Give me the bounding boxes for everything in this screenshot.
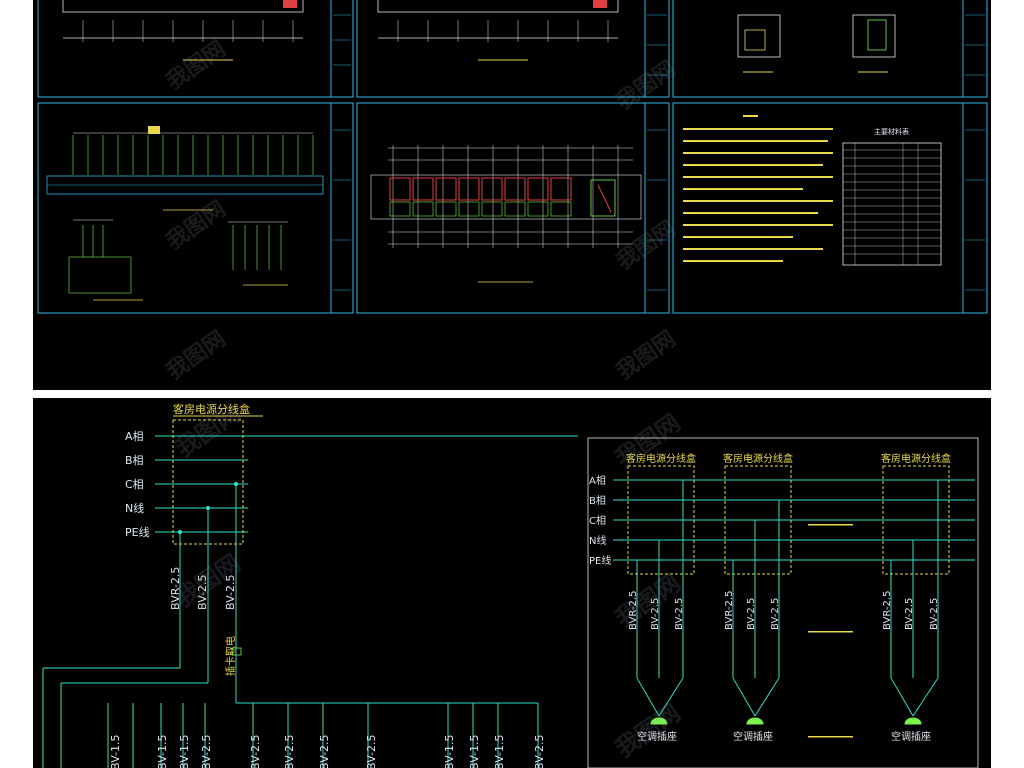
branch-label: BV-2.5 [200, 734, 213, 768]
branch-label: BV-2.5 [283, 734, 296, 768]
distribution-box-3: 客房电源分线盒 BVR-2.5 BV-2.5 BV-2.5 空调插座 [881, 452, 951, 743]
feeder-label: BVR-2.5 [628, 591, 639, 630]
feeder-label: BV-2.5 [650, 598, 661, 630]
watermark-mark: 我图网 [162, 37, 230, 95]
watermark-mark: 我图网 [162, 327, 230, 385]
watermark-mark: 我图网 [610, 699, 685, 763]
left-junction-box [172, 419, 244, 545]
left-phase-b: B相 [125, 454, 144, 467]
socket-label: 插卡取电 [224, 636, 237, 676]
distribution-box-2: 客房电源分线盒 BVR-2.5 BV-2.5 BV-2.5 空调插座 [723, 452, 793, 743]
box-label: 客房电源分线盒 [881, 452, 951, 465]
left-feeder-label: BVR-2.5 [169, 567, 182, 610]
right-diagram-frame [587, 437, 979, 768]
branch-label: BV-2.5 [249, 734, 262, 768]
left-phase-c: C相 [125, 478, 144, 491]
branch-label: BV-2.5 [533, 734, 546, 768]
outlet-icon [904, 717, 922, 725]
wiring-diagram-panel: 客房电源分线盒 A相 B相 C相 N线 PE线 BVR-2.5 BV-2.5 B… [33, 398, 991, 768]
left-feeder-label: BV-2.5 [224, 574, 237, 610]
branch-label: BV-2.5 [365, 734, 378, 768]
feeder-label: BVR-2.5 [724, 591, 735, 630]
box-label: 客房电源分线盒 [723, 452, 793, 465]
feeder-label: BV-2.5 [674, 598, 685, 630]
branch-label: BV-1.5 [443, 734, 456, 768]
left-neutral: N线 [125, 501, 144, 515]
watermark-mark: 我图网 [162, 197, 230, 255]
right-pe: PE线 [589, 554, 611, 567]
feeder-label: BV-2.5 [929, 598, 940, 630]
left-pe: PE线 [125, 525, 150, 539]
card-switch-icon [231, 647, 242, 656]
branch-label: BV-1.5 [156, 734, 169, 768]
outlet-icon [650, 717, 668, 725]
right-phase-b: B相 [589, 494, 606, 507]
outlet-icon [746, 717, 764, 725]
watermark-mark: 我图网 [612, 327, 680, 385]
branch-label: BV-2.5 [318, 734, 331, 768]
right-phase-a: A相 [589, 474, 606, 487]
branch-label: BV-1.5 [178, 734, 191, 768]
drawing-sheets-svg: 主要材料表 我图网 我图网 我图网 我图网 我图网 我图网 [37, 0, 988, 385]
feeder-label: BV-2.5 [904, 598, 915, 630]
box-label: 客房电源分线盒 [626, 452, 696, 465]
branch-label: BV-1.5 [468, 734, 481, 768]
distribution-box-1: 客房电源分线盒 BVR-2.5 BV-2.5 BV-2.5 空调插座 [626, 452, 696, 743]
drawing-sheets-panel: 主要材料表 我图网 我图网 我图网 我图网 我图网 我图网 [33, 0, 991, 390]
feeder-label: BV-2.5 [746, 598, 757, 630]
outlet-label: 空调插座 [637, 730, 677, 743]
right-phase-c: C相 [589, 514, 606, 527]
branch-label: BV-1.5 [109, 734, 122, 768]
outlet-label: 空调插座 [733, 730, 773, 743]
left-box-label: 客房电源分线盒 [173, 402, 250, 416]
left-phase-a: A相 [125, 430, 144, 443]
material-table-caption: 主要材料表 [874, 127, 909, 136]
right-neutral: N线 [589, 534, 606, 547]
left-feeder-label: BV-2.5 [196, 574, 209, 610]
outlet-label: 空调插座 [891, 730, 931, 743]
watermark-mark: 我图网 [612, 217, 680, 275]
feeder-label: BV-2.5 [770, 598, 781, 630]
continuation-dots [808, 524, 853, 738]
feeder-label: BVR-2.5 [882, 591, 893, 630]
wiring-diagram-svg: 客房电源分线盒 A相 B相 C相 N线 PE线 BVR-2.5 BV-2.5 B… [42, 399, 979, 768]
watermark-mark: 我图网 [612, 57, 680, 115]
branch-label: BV-1.5 [493, 734, 506, 768]
